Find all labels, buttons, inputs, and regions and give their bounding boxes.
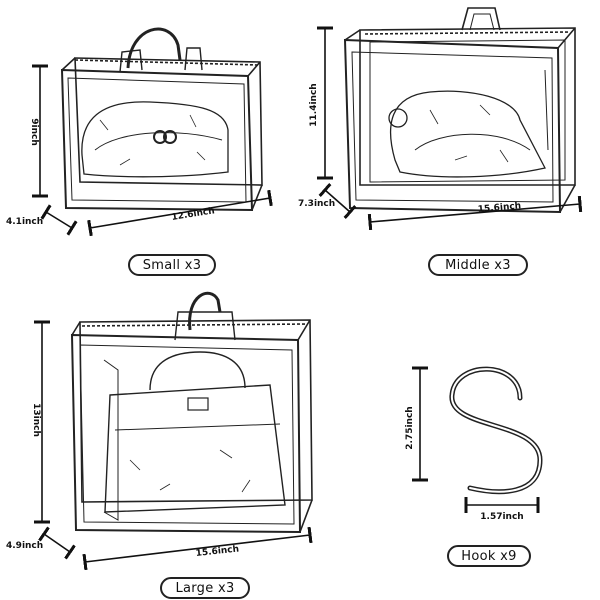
middle-height-label: 11.4inch	[309, 83, 319, 126]
small-height-label: 9inch	[29, 118, 39, 146]
small-quantity-label: Small x3	[128, 254, 216, 276]
small-dimension-lines	[32, 64, 273, 237]
s-hook-illustration	[449, 366, 543, 495]
middle-quantity-label: Middle x3	[428, 254, 528, 276]
hook-quantity-label: Hook x9	[447, 545, 531, 567]
hook-width-label: 1.57inch	[480, 512, 523, 522]
hook-height-label: 2.75inch	[405, 406, 415, 449]
middle-depth-label: 7.3inch	[298, 199, 335, 209]
large-bag-illustration	[70, 291, 313, 534]
large-depth-label: 4.9inch	[6, 541, 43, 551]
large-width-label: 15.6inch	[195, 544, 239, 558]
small-bag-illustration	[60, 27, 263, 212]
hook-dimension-lines	[412, 366, 540, 513]
s-hook-illustration-inner	[450, 368, 542, 493]
large-dimension-lines	[34, 320, 313, 571]
large-height-label: 13inch	[31, 403, 41, 437]
middle-bag-illustration	[343, 7, 576, 214]
middle-width-label: 15.6inch	[477, 201, 521, 215]
small-depth-label: 4.1inch	[6, 217, 43, 227]
middle-dimension-lines	[317, 26, 583, 231]
large-quantity-label: Large x3	[160, 577, 250, 599]
